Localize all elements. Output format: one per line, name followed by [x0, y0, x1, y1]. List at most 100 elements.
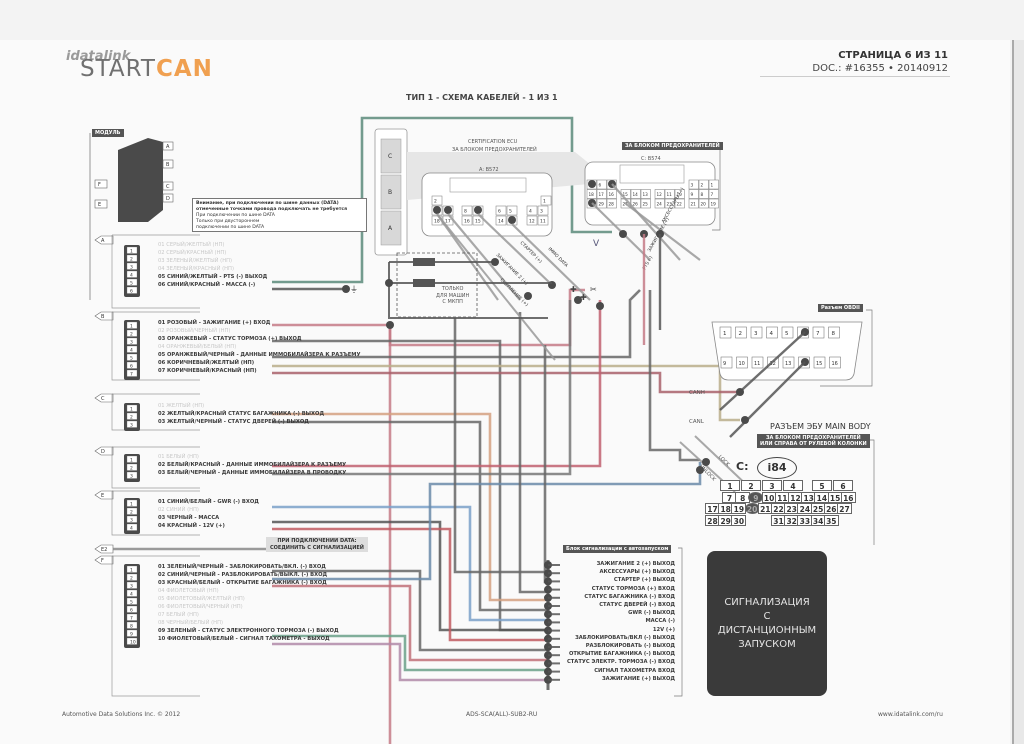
b574-pin-number: 2 [701, 183, 704, 188]
wire-f3-trunk [272, 584, 548, 662]
note-line2: отмеченные точками провода подключать не… [196, 207, 348, 212]
module-port-A [162, 141, 174, 151]
connector-pin [126, 329, 138, 337]
b572-pin-number: 18 [434, 219, 440, 225]
b574-pin [674, 189, 685, 199]
b572-pin-number: 14 [498, 219, 504, 225]
b572-diag-wire [447, 213, 521, 301]
b572-diag-wire [436, 213, 499, 301]
cert-ecu-slot-label: B [388, 189, 392, 196]
connector-pin [126, 412, 138, 420]
connector-pin-number: 4 [130, 348, 133, 354]
connector-pin [126, 286, 138, 294]
b572-pin [537, 215, 549, 226]
connector-tag-B [94, 311, 114, 321]
connector-tag-F [94, 555, 114, 565]
obd-pin [736, 356, 748, 369]
wire-label: 07 БЕЛЫЙ (НП) [158, 612, 199, 618]
footer-doc-code: ADS-SCA(ALL)-SUB2-RU [466, 711, 538, 718]
main-body-pin: 2 [741, 480, 761, 491]
connector-pin [126, 613, 138, 621]
obd-pin [751, 356, 764, 369]
note-line3: При подключении по шине DATA [196, 213, 275, 218]
b574-pin-number: 6 [599, 183, 602, 188]
wire-label: 03 ЗЕЛЕНЫЙ/ЖЕЛТЫЙ (НП) [158, 258, 233, 264]
alarm-input-label: СТАРТЕР (+) ВЫХОД [613, 577, 675, 584]
connector-pin [126, 254, 138, 262]
obd-pin-number: 13 [785, 361, 791, 367]
module-port-label: C [166, 184, 170, 190]
main-body-pin: 6 [833, 480, 853, 491]
connector-pin-number: 6 [130, 289, 133, 295]
wire-label: 01 ЖЕЛТЫЙ (НП) [158, 403, 205, 409]
wire-label: 03 БЕЛЫЙ/ЧЕРНЫЙ - ДАННЫЕ ИММОБИЛАЙЗЕРА В… [158, 470, 347, 476]
b574-pin-number: 15 [623, 192, 629, 197]
b572-pin-used [508, 216, 516, 224]
alarm-input-label: ЗАЖИГАНИЕ (+) ВЫХОД [602, 675, 675, 682]
b572-pin-number: 1 [543, 199, 546, 205]
alarm-input-label: СТАТУС ДВЕРЕЙ (-) ВХОД [599, 602, 675, 608]
connector-pin [126, 361, 138, 369]
unlock-splice [696, 466, 704, 474]
connector-pin [126, 262, 138, 270]
connector-pin [126, 404, 138, 412]
main-body-title: РАЗЪЕМ ЭБУ MAIN BODY [770, 422, 871, 431]
brand-logo-top: idatalink [66, 49, 131, 64]
obd-tag-frame [820, 309, 873, 387]
mkpp-box [396, 252, 478, 318]
wire-label: 01 ЗЕЛЕНЫЙ/ЧЕРНЫЙ - ЗАБЛОКИРОВАТЬ/ВКЛ. (… [158, 564, 326, 570]
wire-label: 04 ЗЕЛЕНЫЙ/КРАСНЫЙ (НП) [158, 266, 234, 272]
b574-pin [698, 189, 709, 199]
b574-pin-number: 20 [701, 202, 707, 207]
connector-pin-number: 1 [130, 502, 133, 508]
cert-ecu-slot-A [380, 210, 402, 246]
alarm-box-line3: ДИСТАНЦИОННЫМ [717, 624, 817, 636]
b572-wire-label: IMMO DATA [547, 246, 570, 269]
alarm-input-label: ЗАЖИГАНИЕ 2 (+) ВЫХОД [596, 561, 675, 567]
b574-pin [688, 179, 699, 190]
b572-pin-number: 16 [464, 219, 470, 225]
connector-tag-label: D [101, 449, 105, 455]
wire-label: 08 ЧЕРНЫЙ/БЕЛЫЙ (НП) [158, 620, 224, 626]
connector-tag-E [94, 490, 114, 500]
connector-tag-label: F [101, 558, 104, 564]
b574-pin-number: 13 [643, 192, 649, 197]
wire-c2-trunk [272, 412, 548, 602]
obd-pin [720, 356, 733, 369]
wire-label: 02 РОЗОВЫЙ/ЧЕРНЫЙ (НП) [158, 328, 231, 334]
b574-pin-number: 23 [667, 202, 673, 207]
wire-label: 06 СИНИЙ/КРАСНЫЙ - МАССА (-) [158, 282, 256, 288]
remote-start-alarm-box: СИГНАЛИЗАЦИЯ С ДИСТАНЦИОННЫМ ЗАПУСКОМ [707, 551, 827, 696]
alarm-input-label: АКСЕССУАРЫ (+) ВЫХОД [599, 569, 675, 576]
connector-pin-number: 3 [130, 584, 133, 590]
wire-label: 03 ЖЕЛТЫЙ/ЧЕРНЫЙ - СТАТУС ДВЕРЕЙ (-) ВЫХ… [158, 419, 309, 425]
connector-pin-number: 7 [130, 616, 133, 622]
obd-pin [719, 326, 732, 339]
obd-pin [766, 326, 778, 339]
connector-pin-number: 1 [130, 324, 133, 330]
b574-pin [664, 198, 675, 209]
main-body-pin: 4 [783, 480, 803, 491]
connector-pin-number: 6 [130, 364, 133, 370]
alarm-input-label: СТАТУС БАГАЖНИКА (-) ВХОД [584, 593, 675, 600]
wire-label: 03 ОРАНЖЕВЫЙ - СТАТУС ТОРМОЗА (+) ВЫХОД [158, 336, 302, 342]
cert-ecu-slot-label: C [388, 153, 392, 160]
b574-latch [619, 164, 685, 184]
wire-b1-ignition [272, 288, 585, 347]
obd-pin [829, 356, 841, 369]
b572-pin-number: 4 [529, 209, 532, 215]
tap-plus-icon: ✚ [570, 285, 577, 294]
wire-f1-lock [272, 569, 548, 652]
b572-pin-number: 17 [445, 219, 451, 225]
b574-pin-number: 10 [677, 192, 683, 197]
b574-pin-number: 8 [701, 192, 704, 197]
wire-e4-12v [272, 527, 548, 642]
obd-pin [812, 326, 825, 339]
e2-note: ПРИ ПОДКЛЮЧЕНИИ DATA: СОЕДИНИТЬ С СИГНАЛ… [266, 537, 368, 552]
wire-ignition2 [453, 318, 548, 574]
connector-pin [126, 573, 138, 581]
page-number: СТРАНИЦА 6 ИЗ 11 [838, 50, 948, 61]
b574-pin [654, 198, 665, 209]
b572-pin-number: 3 [540, 209, 543, 215]
ignition-splice [386, 321, 394, 329]
